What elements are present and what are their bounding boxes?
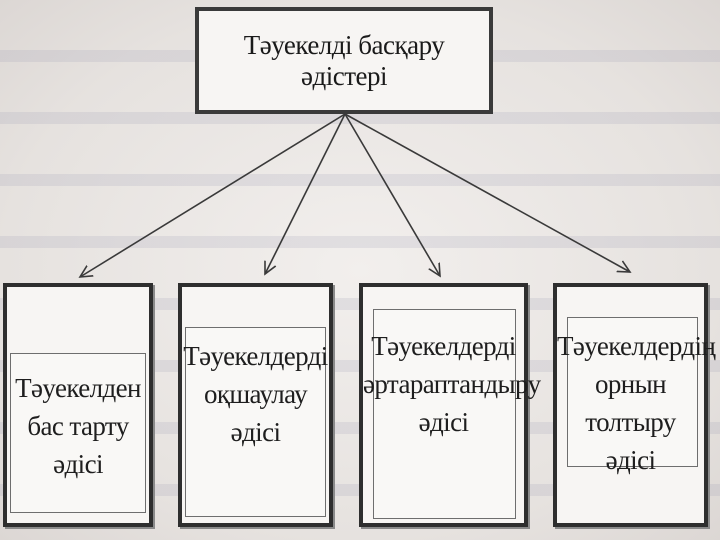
- root-node-label: Тәуекелді басқару әдістері: [243, 29, 445, 91]
- arrow-to-child-1: [80, 113, 346, 277]
- arrow-to-child-3: [344, 113, 440, 276]
- root-node: Тәуекелді басқару әдістері: [195, 7, 493, 114]
- child-node-label: Тәуекелдердің орнын толтыру әдісі: [557, 331, 716, 475]
- child-node-inner-frame: [10, 353, 146, 513]
- child-node-compensation: Тәуекелдердің орнын толтыру әдісі: [553, 283, 716, 527]
- arrow-to-child-4: [344, 113, 630, 272]
- child-node-inner-frame: [185, 327, 326, 517]
- arrow-to-child-2: [265, 113, 346, 274]
- child-node-inner-frame: [567, 317, 698, 467]
- child-node-label: Тәуекелден бас тарту әдісі: [15, 373, 141, 479]
- child-node-isolation: Тәуекелдерді оқшаулау әдісі: [178, 283, 333, 527]
- child-node-refusal: Тәуекелден бас тарту әдісі: [3, 283, 153, 527]
- child-node-inner-frame: [373, 309, 516, 519]
- child-node-diversification: Тәуекелдерді әртараптандыру әдісі: [359, 283, 541, 527]
- child-node-label: Тәуекелдерді әртараптандыру әдісі: [363, 331, 541, 437]
- child-node-label: Тәуекелдерді оқшаулау әдісі: [183, 341, 328, 447]
